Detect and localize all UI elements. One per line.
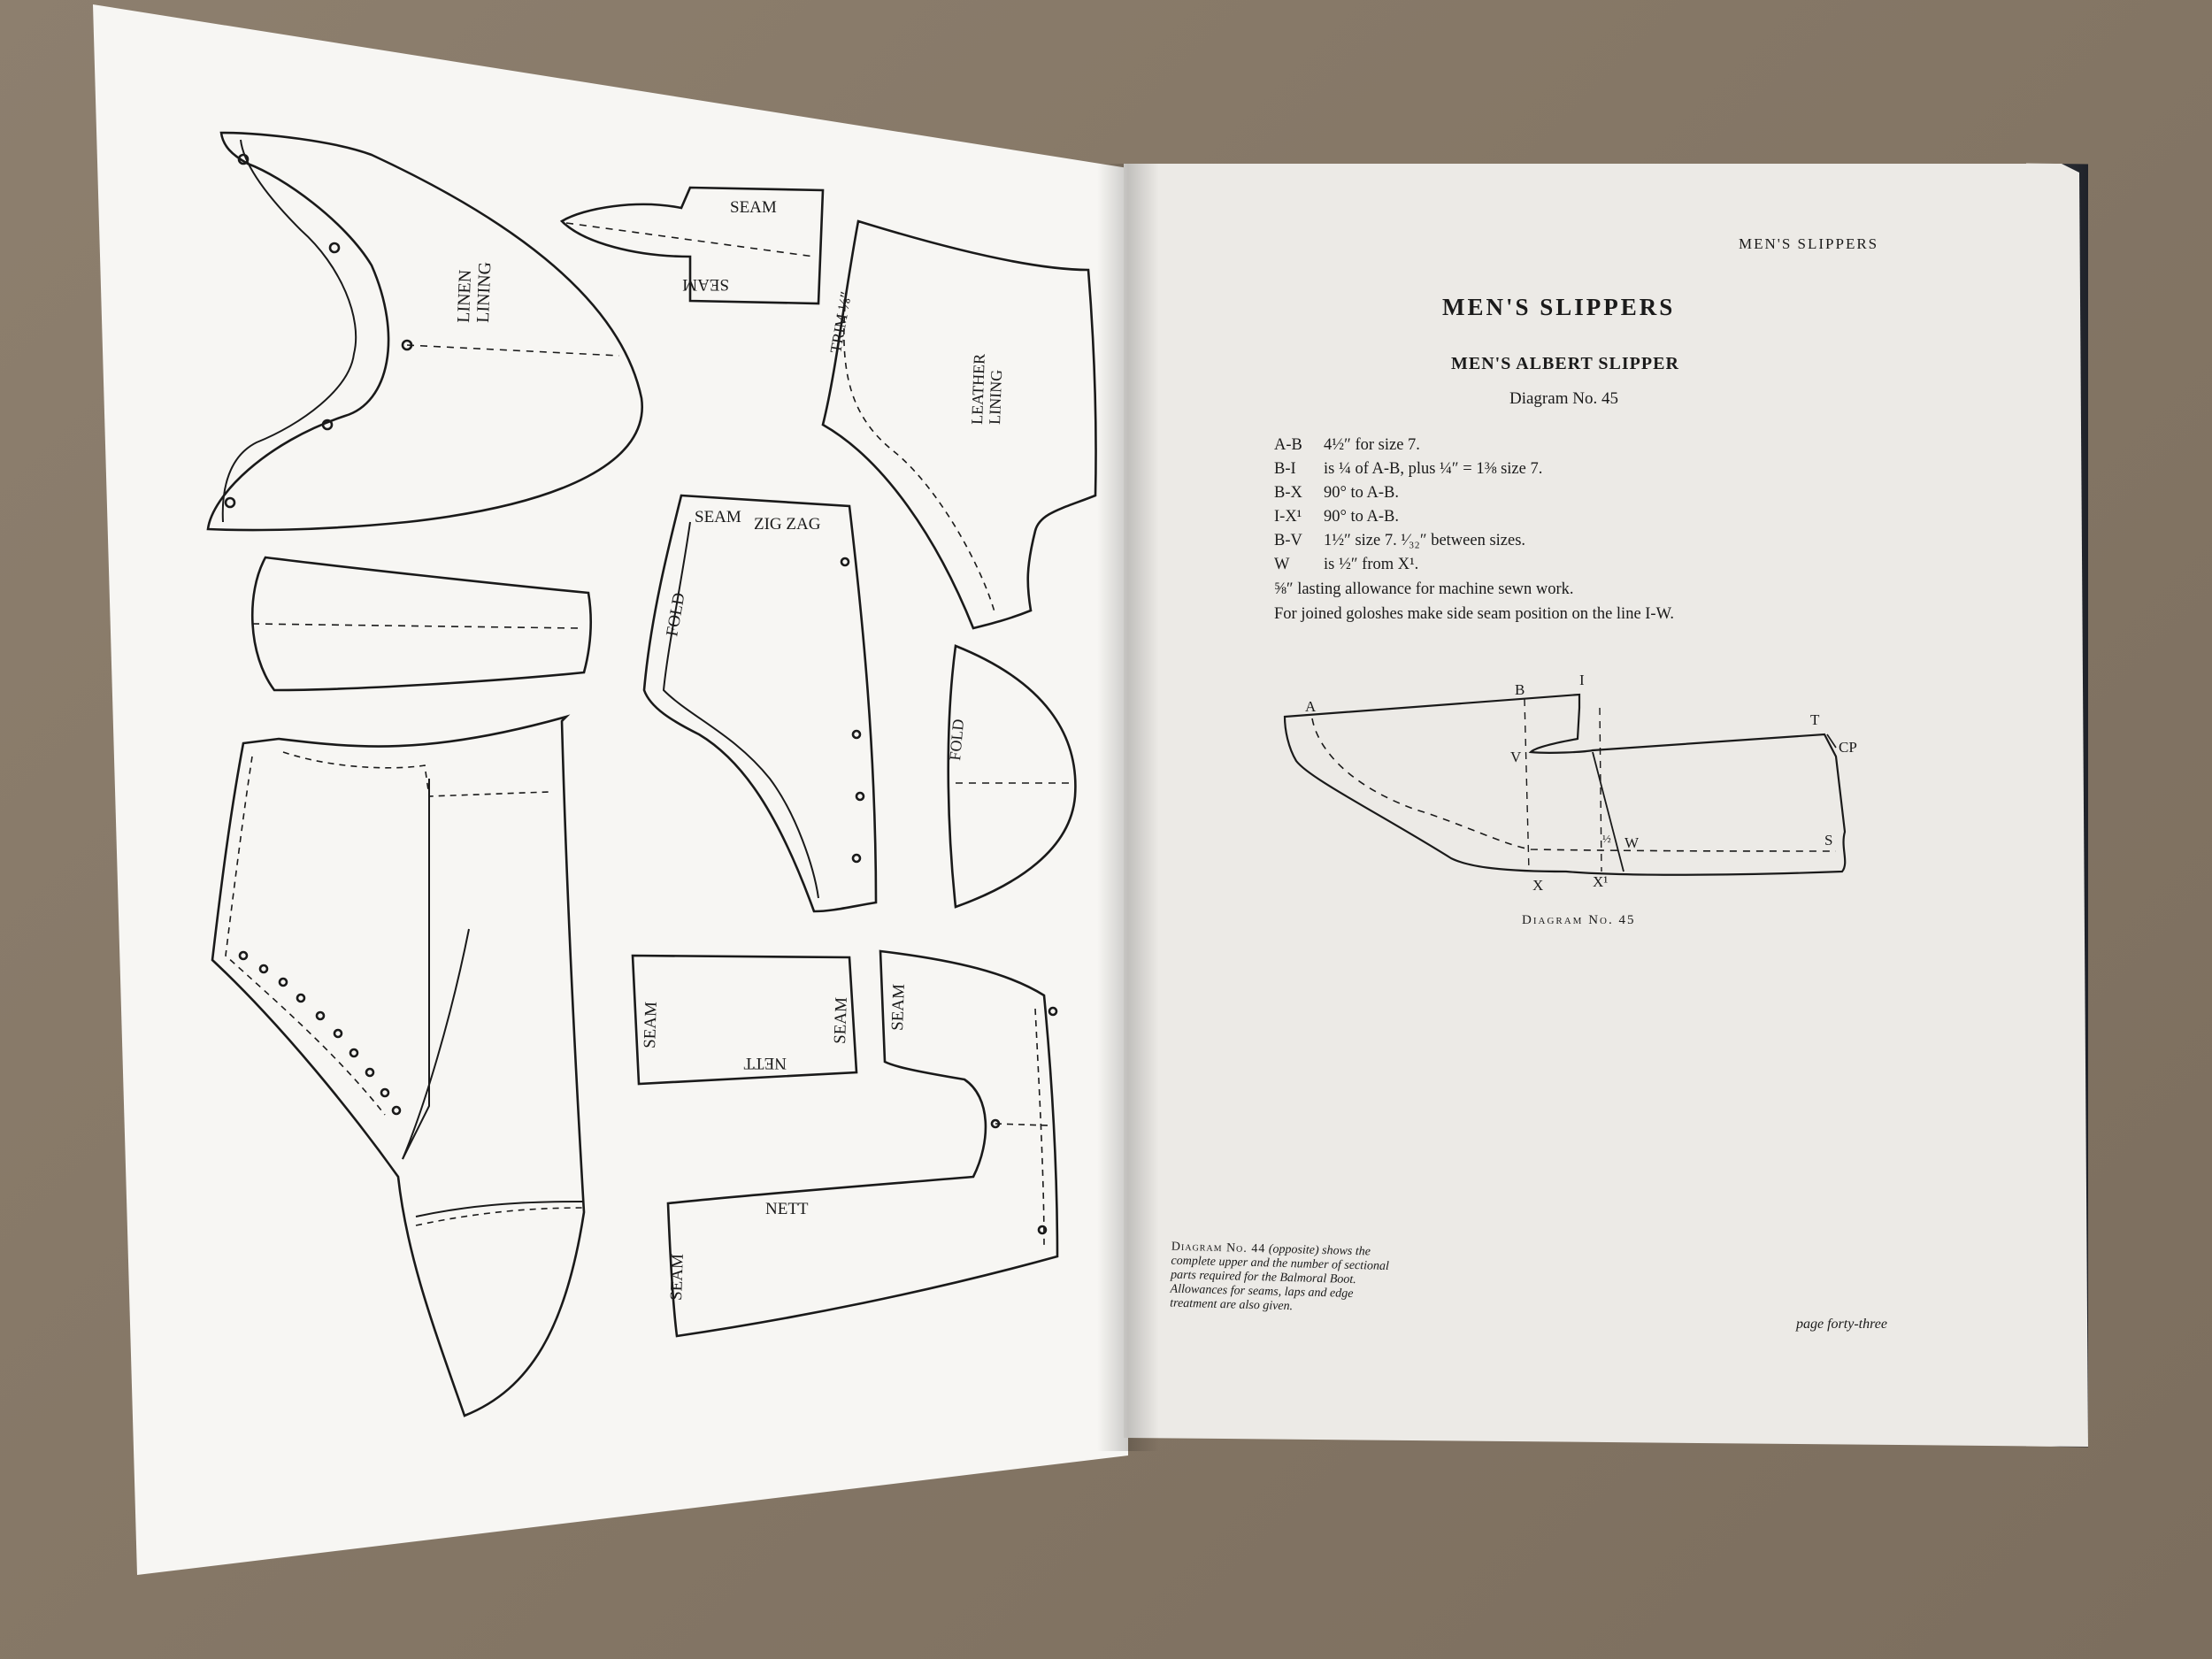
lasting-note: ⅝″ lasting allowance for machine sewn wo… — [1274, 580, 1574, 598]
point-v: V — [1510, 749, 1522, 765]
spec-value: 4½″ for size 7. — [1324, 436, 1420, 454]
vamp-nett-piece: SEAM NETT SEAM — [666, 949, 1059, 1338]
point-t: T — [1810, 711, 1820, 728]
point-cp: CP — [1839, 739, 1857, 756]
golosh-note: For joined goloshes make side seam posit… — [1274, 605, 1674, 623]
point-x: X — [1532, 877, 1543, 894]
seam-label-bottom: SEAM — [682, 275, 729, 294]
fold-label: FOLD — [663, 591, 688, 638]
point-a: A — [1305, 698, 1317, 715]
page-number: page forty-three — [1796, 1317, 1887, 1332]
trim-label: TRIM ⅛″ — [826, 290, 855, 355]
section-subtitle: MEN'S ALBERT SLIPPER — [1451, 354, 1679, 373]
nett-seam-left: SEAM — [641, 1002, 661, 1049]
seam-tab-piece: SEAM SEAM — [559, 186, 825, 305]
small-fold-piece: FOLD — [946, 644, 1077, 909]
spec-key: A-B — [1274, 436, 1302, 454]
spec-key: I-X¹ — [1274, 508, 1302, 526]
page-title: MEN'S SLIPPERS — [1442, 294, 1676, 320]
vamp-seam-bottom: SEAM — [667, 1254, 687, 1302]
spec-value: is ¼ of A-B, plus ¼″ = 1⅜ size 7. — [1324, 460, 1543, 478]
zigzag-label: ZIG ZAG — [754, 515, 821, 534]
spec-key: B-V — [1274, 532, 1302, 549]
diagram-45: A B I T CP V W S X X¹ ½ — [1283, 672, 1857, 894]
spec-row: I-X¹ 90° to A-B. — [1274, 505, 1674, 529]
spec-key: B-X — [1274, 484, 1302, 502]
leather-lining-piece: LEATHER LINING TRIM ⅛″ — [821, 219, 1097, 630]
left-page — [93, 4, 1128, 1575]
spec-row: B-V 1½″ size 7. ¹⁄₃₂″ between sizes. — [1274, 529, 1674, 553]
spec-list: A-B 4½″ for size 7. B-I is ¼ of A-B, plus … — [1274, 434, 1674, 626]
leather-lining-label: LINING — [986, 369, 1005, 425]
spec-value: 1½″ size 7. ¹⁄₃₂″ between sizes. — [1324, 532, 1526, 549]
spec-key: B-I — [1274, 460, 1296, 478]
fold-zigzag-piece: SEAM ZIG ZAG FOLD — [642, 494, 878, 913]
spec-key: W — [1274, 556, 1290, 573]
spec-row: B-X 90° to A-B. — [1274, 481, 1674, 505]
vamp-nett-label: NETT — [765, 1200, 809, 1218]
diagram-number: Diagram No. 45 — [1509, 389, 1618, 408]
nett-strip-piece: SEAM SEAM NETT — [631, 954, 858, 1086]
point-i: I — [1579, 672, 1585, 688]
linen-lining-label: LINING — [473, 262, 495, 324]
insole-piece — [250, 556, 593, 692]
leather-label: LEATHER — [968, 353, 988, 425]
small-fold-label: FOLD — [946, 718, 967, 762]
spec-row: A-B 4½″ for size 7. — [1274, 434, 1674, 457]
linen-label: LINEN — [454, 269, 475, 323]
spec-value: 90° to A-B. — [1324, 508, 1400, 526]
footnote-lead: Diagram No. 44 — [1171, 1240, 1266, 1256]
spec-row: B-I is ¼ of A-B, plus ¼″ = 1⅜ size 7. — [1274, 457, 1674, 481]
nett-label-strip: NETT — [743, 1054, 787, 1072]
point-half: ½ — [1602, 832, 1611, 845]
point-s: S — [1824, 832, 1832, 849]
vamp-seam-label: SEAM — [888, 984, 909, 1032]
seam-label-top: SEAM — [730, 198, 777, 217]
running-head: MEN'S SLIPPERS — [1739, 235, 1879, 252]
fold-seam-label: SEAM — [695, 508, 741, 526]
point-x1: X¹ — [1593, 873, 1608, 890]
footnote: Diagram No. 44 (opposite) shows the comp… — [1170, 1240, 1403, 1317]
spec-value: is ½″ from X¹. — [1324, 556, 1419, 573]
boot-upper-piece — [211, 714, 586, 1417]
point-b: B — [1515, 681, 1525, 698]
book-gutter — [1097, 164, 1159, 1451]
diagram-caption: Diagram No. 45 — [1522, 913, 1636, 927]
spec-value: 90° to A-B. — [1324, 484, 1400, 502]
linen-lining-piece: LINEN LINING — [206, 131, 644, 532]
point-w: W — [1624, 834, 1640, 851]
nett-seam-right: SEAM — [831, 997, 851, 1045]
